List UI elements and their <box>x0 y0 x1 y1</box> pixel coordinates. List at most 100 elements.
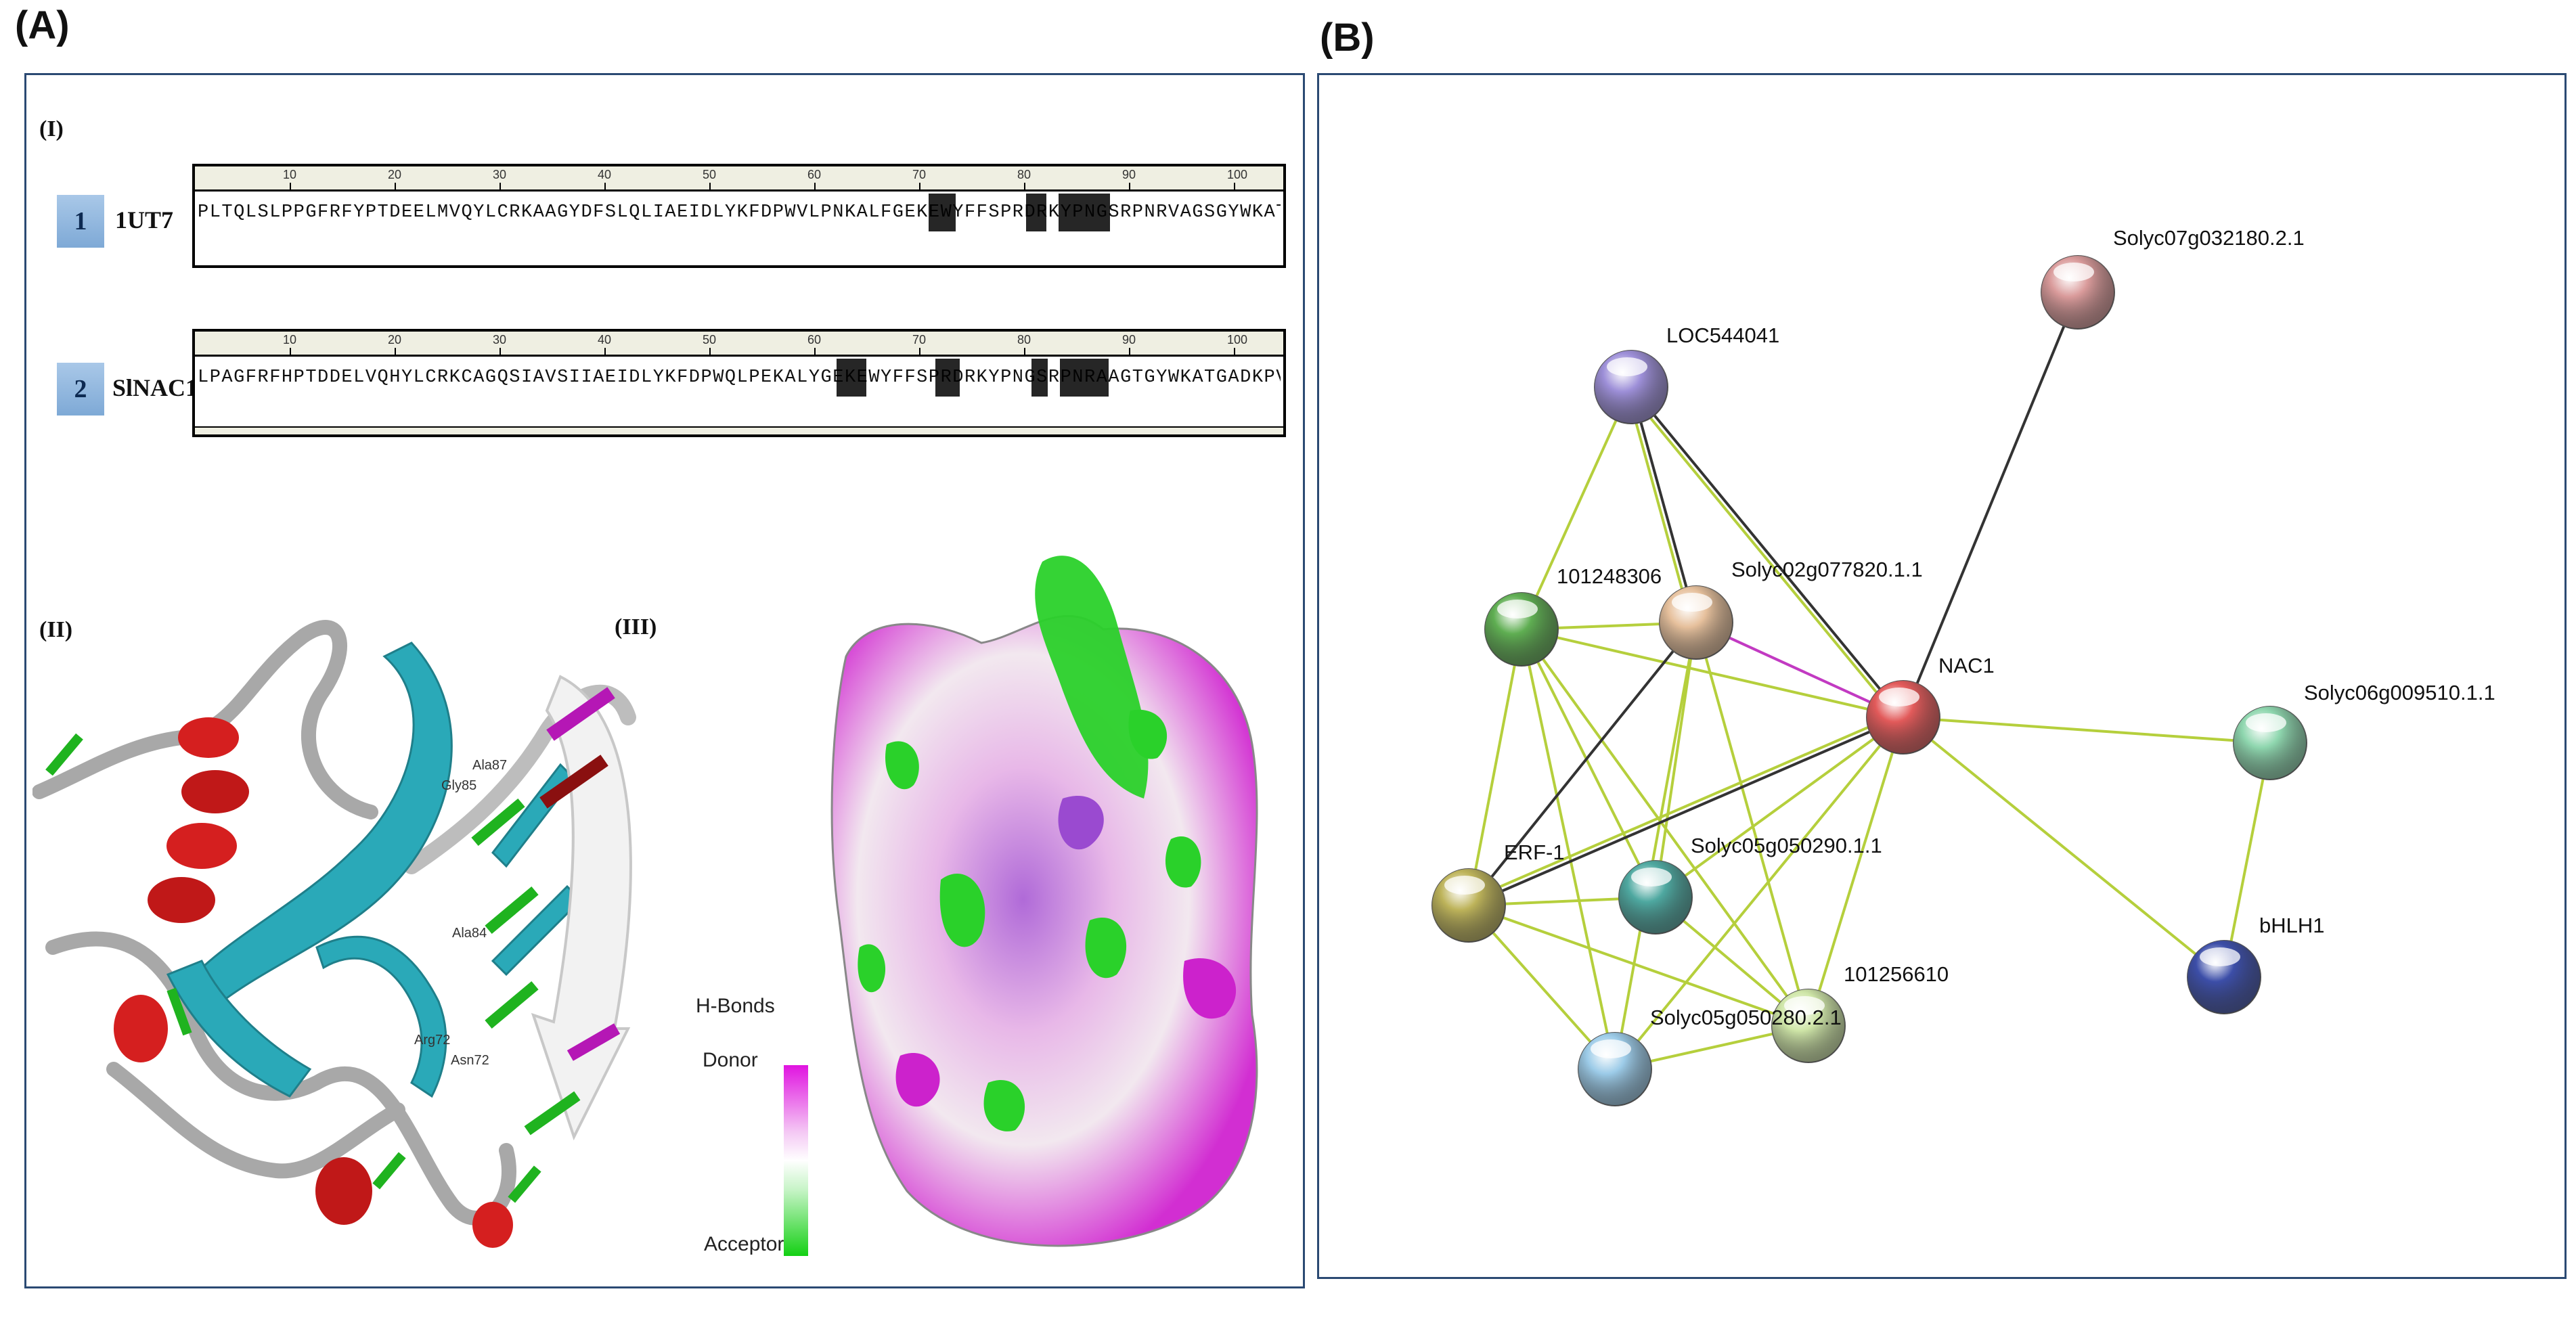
network-node-highlight <box>2053 263 2094 282</box>
network-edge <box>1520 386 1633 630</box>
ruler-tick: 40 <box>598 333 612 346</box>
sub-label-i: (I) <box>39 116 64 141</box>
ruler-tick: 100 <box>1227 333 1248 346</box>
ruler-tick-mark <box>709 183 711 189</box>
highlight-block <box>935 359 960 397</box>
sub-label-iii: (III) <box>615 614 657 639</box>
highlight-block <box>1026 194 1046 231</box>
ruler-tick: 10 <box>283 333 297 346</box>
ruler-tick: 20 <box>388 333 402 346</box>
ruler-tick: 50 <box>703 168 717 181</box>
ruler-tick-mark <box>919 348 920 355</box>
network-edge <box>1902 716 2225 979</box>
hbond-acceptor-label: Acceptor <box>704 1233 784 1255</box>
network-edge <box>1520 629 1616 1070</box>
ruler-tick: 30 <box>493 333 507 346</box>
ruler-tick-mark <box>395 348 396 355</box>
network-node-label: Solyc05g050280.2.1 <box>1650 1006 1842 1029</box>
highlight-block <box>1031 359 1048 397</box>
highlight-block <box>837 359 866 397</box>
network-edge <box>1695 621 1904 719</box>
ruler-tick: 10 <box>283 168 297 181</box>
ruler-tick-mark <box>604 348 606 355</box>
ruler-tick: 80 <box>1017 168 1031 181</box>
ruler-tick: 100 <box>1227 168 1248 181</box>
network-node-label: Solyc06g009510.1.1 <box>2304 681 2495 704</box>
network-node-highlight <box>1444 876 1485 895</box>
network-node-label: ERF-1 <box>1504 840 1565 864</box>
ruler-tick-mark <box>1129 183 1130 189</box>
ruler-tick: 90 <box>1122 168 1136 181</box>
network-edge <box>1625 388 1693 625</box>
ruler-tick: 30 <box>493 168 507 181</box>
ruler-tick: 40 <box>598 168 612 181</box>
network-edge <box>1903 716 2271 744</box>
ruler-tick-mark <box>290 183 291 189</box>
network-edge <box>1614 622 1697 1070</box>
seq-index-1: 1 <box>57 195 104 248</box>
network-edge <box>1468 716 1904 907</box>
ruler-tick-mark <box>919 183 920 189</box>
ruler-tick: 70 <box>912 333 927 346</box>
ribbon-structure <box>32 620 636 1248</box>
seq-name-2: SlNAC1 <box>112 374 198 401</box>
ruler-tick-mark <box>499 348 501 355</box>
network-edge <box>1902 292 2079 718</box>
ruler-bottom <box>195 426 1283 434</box>
ruler-tick-mark <box>1234 183 1235 189</box>
network-node-label: Solyc07g032180.2.1 <box>2113 226 2305 250</box>
ruler-1: 10 20 30 40 50 60 70 80 90 100 <box>195 166 1283 192</box>
network-edge <box>1630 386 1905 719</box>
ruler-tick: 60 <box>807 333 822 346</box>
highlight-block <box>1060 359 1109 397</box>
ruler-tick: 90 <box>1122 333 1136 346</box>
network-edge <box>1468 904 1809 1027</box>
network-edge <box>1654 622 1697 898</box>
network-node-label: 101248306 <box>1557 564 1662 588</box>
panel-a-label: (A) <box>15 3 70 47</box>
ruler-tick: 20 <box>388 168 402 181</box>
highlight-block <box>1059 194 1110 231</box>
network-node-highlight <box>1631 868 1672 886</box>
ruler-tick-mark <box>1024 348 1025 355</box>
network-node-label: 101256610 <box>1844 962 1949 986</box>
ruler-tick-mark <box>814 183 816 189</box>
network-node-highlight <box>1607 357 1647 376</box>
ruler-tick-mark <box>1234 348 1235 355</box>
ruler-tick-mark <box>1129 348 1130 355</box>
network-node-highlight <box>1784 996 1825 1015</box>
seq-index-2: 2 <box>57 363 104 416</box>
network-node-highlight <box>1591 1039 1631 1058</box>
ruler-tick: 80 <box>1017 333 1031 346</box>
network-node-label: Solyc02g077820.1.1 <box>1731 558 1923 581</box>
network-node-label: NAC1 <box>1938 654 1995 677</box>
network-edge <box>1695 622 1810 1027</box>
hbond-donor-label: Donor <box>703 1049 758 1071</box>
network-node-label: bHLH1 <box>2259 914 2325 937</box>
ruler-tick: 60 <box>807 168 822 181</box>
panel-b-label: (B) <box>1320 16 1375 60</box>
network-node-highlight <box>2200 947 2240 966</box>
ruler-tick-mark <box>395 183 396 189</box>
network-node-label: Solyc05g050290.1.1 <box>1691 834 1882 857</box>
hbond-title: H-Bonds <box>696 995 775 1017</box>
network-node-highlight <box>1879 688 1919 706</box>
ruler-tick: 70 <box>912 168 927 181</box>
network-edge <box>1654 716 1905 899</box>
hbond-color-scale <box>784 1065 808 1256</box>
panel-b-frame <box>1317 73 2567 1279</box>
network-node-highlight <box>1497 600 1538 619</box>
residue-label-asn72: Asn72 <box>451 1053 489 1068</box>
ruler-tick-mark <box>1024 183 1025 189</box>
network-node-highlight <box>2246 713 2286 732</box>
ruler-tick-mark <box>604 183 606 189</box>
network-edge <box>1467 621 1697 907</box>
network-edge <box>1626 389 1901 721</box>
ruler-tick-mark <box>709 348 711 355</box>
ruler-tick-mark <box>499 183 501 189</box>
residue-label-ala84: Ala84 <box>452 926 487 941</box>
